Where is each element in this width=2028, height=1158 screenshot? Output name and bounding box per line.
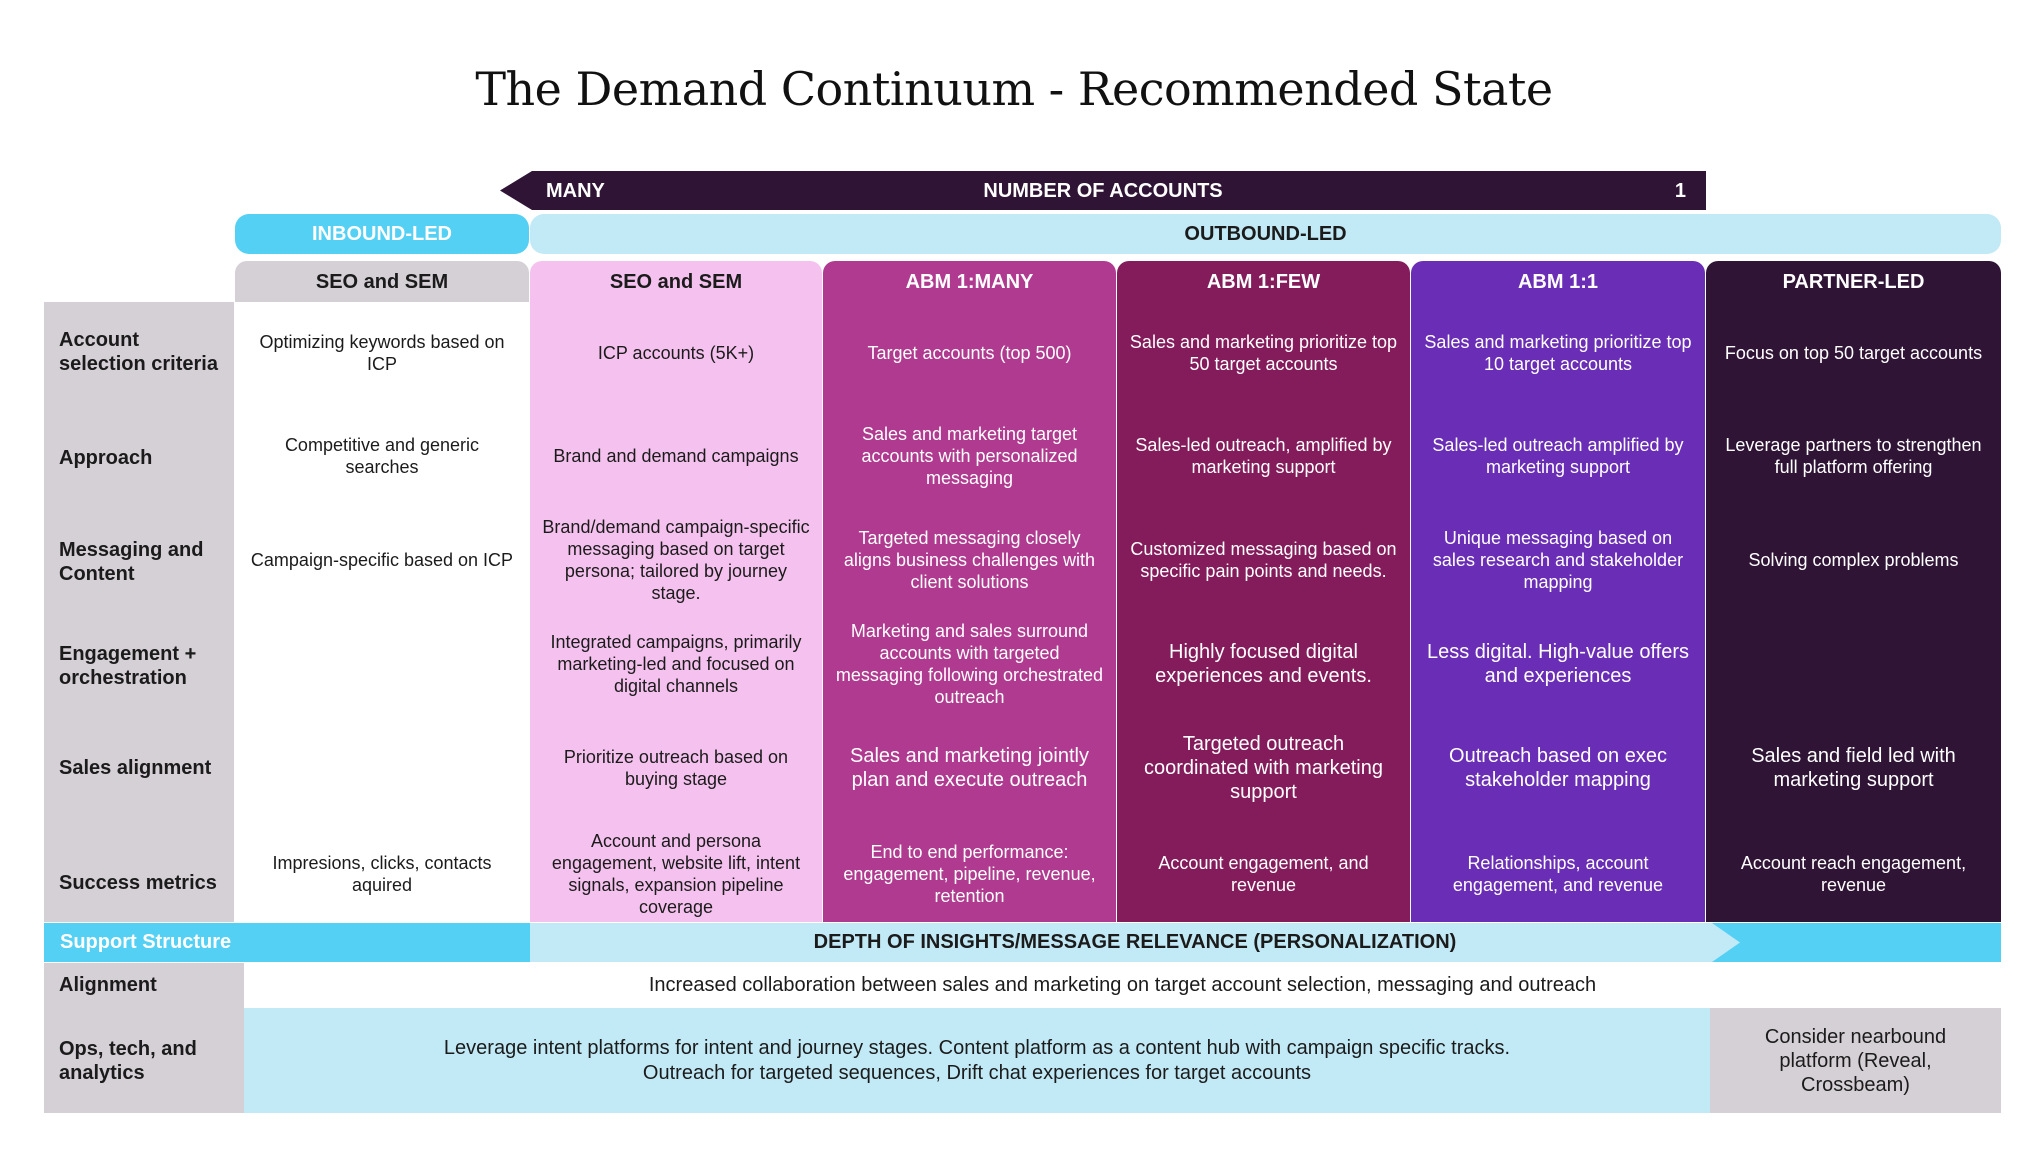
cell-few-account-selection: Sales and marketing prioritize top 50 ta… (1129, 332, 1398, 374)
cell-seo-engagement: Integrated campaigns, primarily marketin… (550, 632, 802, 696)
number-of-accounts-arrow: MANY NUMBER OF ACCOUNTS 1 (500, 171, 1706, 210)
cell-many-approach: Sales and marketing target accounts with… (861, 424, 1078, 488)
alignment-label: Alignment (59, 974, 157, 996)
cell-few-engagement: Highly focused digital experiences and e… (1155, 641, 1372, 687)
column-header-outbound-seo-sem: SEO and SEM (530, 261, 822, 304)
column-abm-1-many: Target accounts (top 500) Sales and mark… (823, 302, 1116, 922)
ops-text-line-1: Leverage intent platforms for intent and… (443, 1036, 1511, 1059)
accounts-title: NUMBER OF ACCOUNTS (983, 180, 1223, 202)
cell-seo-messaging: Brand/demand campaign-specific messaging… (542, 517, 810, 603)
row-label-column (44, 302, 234, 922)
cell-seo-success-metrics: Account and persona engagement, website … (551, 831, 801, 917)
row-label-success-metrics: Success metrics (59, 872, 217, 894)
column-header-abm-1-many: ABM 1:MANY (823, 261, 1116, 304)
cell-few-sales-alignment: Targeted outreach coordinated with marke… (1143, 733, 1383, 803)
cell-few-approach: Sales-led outreach, amplified by marketi… (1135, 435, 1392, 477)
cell-partner-success-metrics: Account reach engagement, revenue (1740, 853, 1967, 895)
ops-label: Ops, tech, and analytics (59, 1037, 197, 1084)
cell-few-messaging: Customized messaging based on specific p… (1130, 539, 1397, 581)
cell-one-account-selection: Sales and marketing prioritize top 10 ta… (1424, 332, 1692, 374)
cell-inbound-approach: Competitive and generic searches (284, 435, 480, 477)
cell-partner-account-selection: Focus on top 50 target accounts (1724, 343, 1983, 363)
column-inbound-seo-sem: Optimizing keywords based on ICP Competi… (235, 302, 529, 922)
cell-one-success-metrics: Relationships, account engagement, and r… (1452, 853, 1664, 895)
row-label-messaging: Messaging and Content (59, 539, 204, 585)
alignment-text: Increased collaboration between sales an… (244, 963, 2001, 1008)
row-label-engagement: Engagement + orchestration (59, 643, 197, 689)
column-partner-led: Focus on top 50 target accounts Leverage… (1706, 302, 2001, 922)
partner-platform-text: Consider nearbound platform (Reveal, Cro… (1710, 1008, 2001, 1113)
cell-one-approach: Sales-led outreach amplified by marketin… (1432, 435, 1684, 477)
outbound-led-pill: OUTBOUND-LED (530, 214, 2001, 254)
ops-text-line-2: Outreach for targeted sequences, Drift c… (642, 1061, 1312, 1084)
accounts-one-label: 1 (1674, 180, 1686, 202)
cell-inbound-sales-alignment (235, 726, 529, 810)
column-outbound-seo-sem: ICP accounts (5K+) Brand and demand camp… (530, 302, 822, 922)
cell-one-messaging: Unique messaging based on sales research… (1432, 528, 1684, 592)
cell-partner-approach: Leverage partners to strengthen full pla… (1725, 435, 1982, 477)
row-label-account-selection: Account selection criteria (59, 329, 218, 375)
cell-one-sales-alignment: Outreach based on exec stakeholder mappi… (1449, 745, 1667, 791)
column-abm-1-few: Sales and marketing prioritize top 50 ta… (1117, 302, 1410, 922)
cell-partner-sales-alignment: Sales and field led with marketing suppo… (1751, 745, 1956, 791)
inbound-led-pill: INBOUND-LED (235, 214, 529, 254)
support-structure-label: Support Structure (60, 931, 232, 953)
column-header-partner-led: PARTNER-LED (1706, 261, 2001, 304)
accounts-many-label: MANY (546, 180, 605, 202)
cell-inbound-engagement (235, 622, 529, 706)
cell-few-success-metrics: Account engagement, and revenue (1158, 853, 1369, 895)
alignment-label-bg (44, 963, 244, 1008)
row-label-approach: Approach (59, 447, 153, 469)
column-abm-1-1: Sales and marketing prioritize top 10 ta… (1411, 302, 1705, 922)
cell-inbound-messaging: Campaign-specific based on ICP (250, 550, 514, 570)
depth-of-insights-label: DEPTH OF INSIGHTS/MESSAGE RELEVANCE (PER… (813, 931, 1457, 953)
cell-partner-engagement (1706, 622, 2001, 706)
column-header-abm-1-1: ABM 1:1 (1411, 261, 1705, 304)
cell-many-success-metrics: End to end performance: engagement, pipe… (843, 842, 1096, 906)
cell-inbound-success-metrics: Impresions, clicks, contacts aquired (272, 853, 492, 895)
column-header-abm-1-few: ABM 1:FEW (1117, 261, 1410, 304)
column-header-inbound-seo-sem: SEO and SEM (235, 261, 529, 304)
depth-of-insights-arrow: DEPTH OF INSIGHTS/MESSAGE RELEVANCE (PER… (530, 923, 1740, 962)
cell-seo-sales-alignment: Prioritize outreach based on buying stag… (563, 747, 789, 789)
cell-many-account-selection: Target accounts (top 500) (867, 343, 1072, 363)
cell-seo-approach: Brand and demand campaigns (553, 446, 799, 466)
ops-text-block: Leverage intent platforms for intent and… (244, 1008, 1710, 1113)
cell-many-messaging: Targeted messaging closely aligns busine… (843, 528, 1096, 592)
cell-seo-account-selection: ICP accounts (5K+) (597, 343, 755, 363)
cell-partner-messaging: Solving complex problems (1748, 550, 1959, 570)
cell-many-sales-alignment: Sales and marketing jointly plan and exe… (849, 745, 1089, 791)
cell-inbound-account-selection: Optimizing keywords based on ICP (259, 332, 505, 374)
page-title: The Demand Continuum - Recommended State (475, 62, 1553, 116)
row-label-sales-alignment: Sales alignment (59, 757, 212, 779)
cell-one-engagement: Less digital. High-value offers and expe… (1427, 641, 1689, 687)
ops-label-bg (44, 1008, 244, 1113)
cell-many-engagement: Marketing and sales surround accounts wi… (835, 621, 1104, 707)
